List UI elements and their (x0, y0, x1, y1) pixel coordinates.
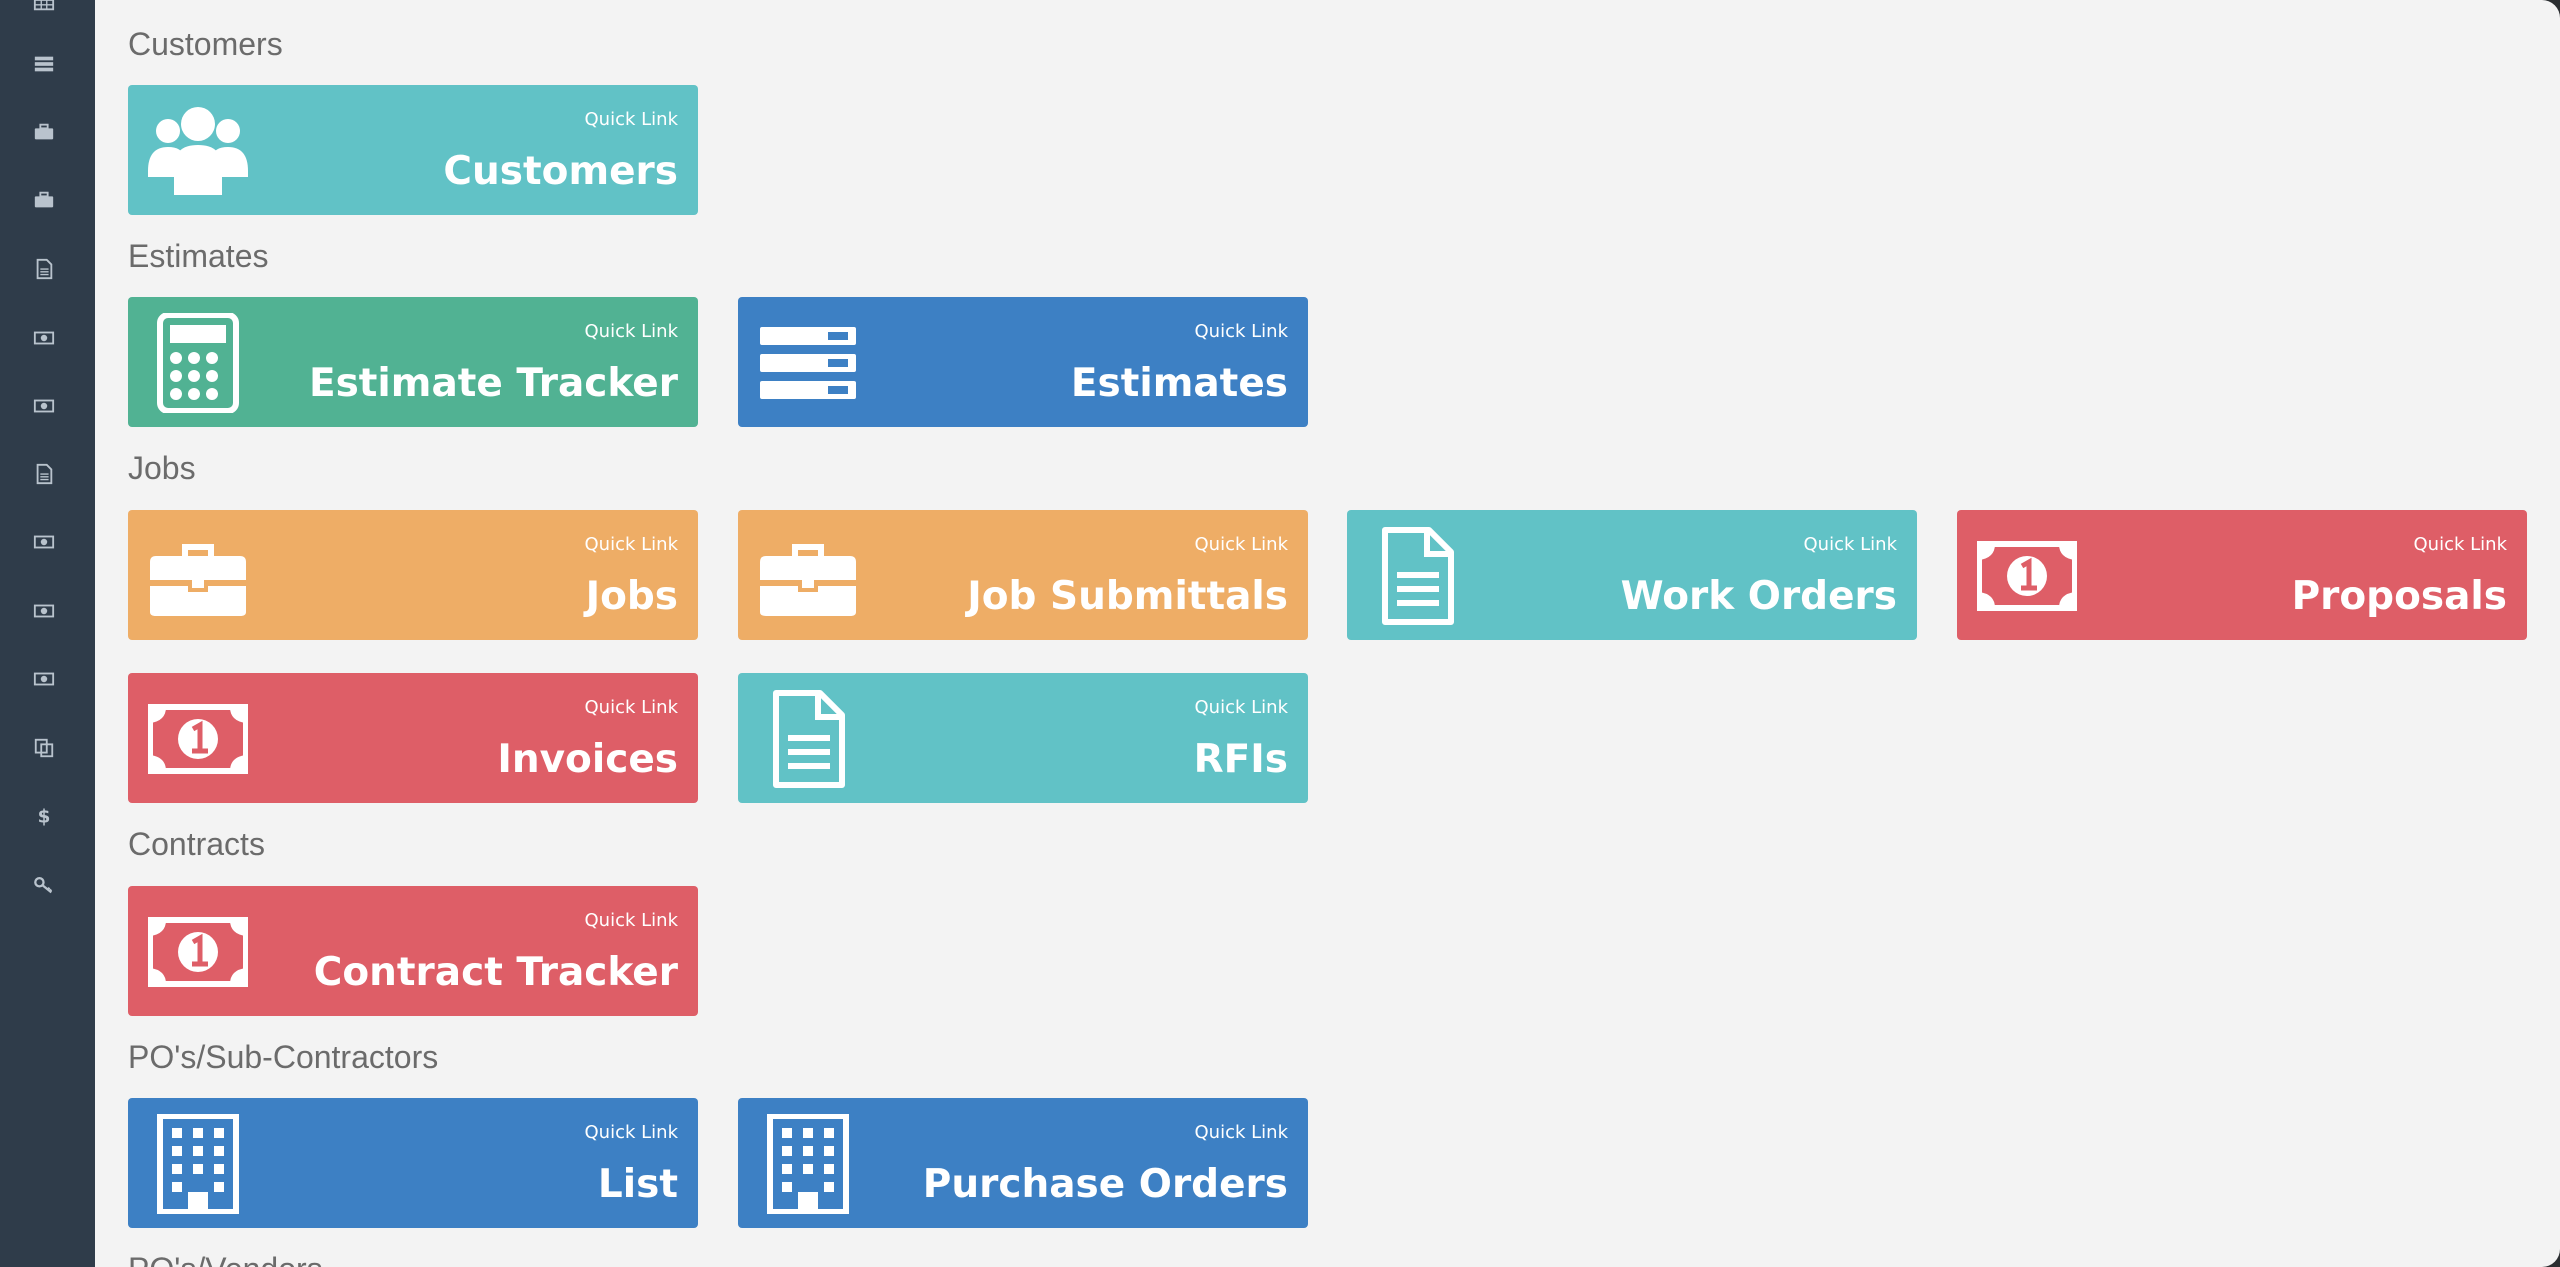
briefcase-icon[interactable] (32, 120, 56, 144)
section-title-po-subcontractors: PO's/Sub-Contractors (128, 1039, 439, 1075)
money-icon[interactable] (32, 394, 56, 418)
quick-link-caption: Quick Link (1194, 1122, 1288, 1143)
quick-link-estimate-tracker[interactable]: Quick Link Estimate Tracker (128, 297, 698, 427)
section-title-customers: Customers (128, 26, 283, 62)
tile-label: RFIs (1193, 737, 1288, 782)
money-icon[interactable] (32, 326, 56, 350)
quick-link-jobs[interactable]: Quick Link Jobs (128, 510, 698, 640)
money-icon[interactable] (32, 530, 56, 554)
money-icon (148, 902, 248, 1002)
key-icon[interactable] (32, 873, 56, 897)
money-icon (1977, 526, 2077, 626)
quick-link-list[interactable]: Quick Link List (128, 1098, 698, 1228)
building-icon (148, 1114, 248, 1214)
main-content: Customers Quick Link Customers Estimates… (95, 0, 2560, 1267)
quick-link-customers[interactable]: Quick Link Customers (128, 85, 698, 215)
tile-label: Customers (443, 149, 678, 194)
tile-label: Purchase Orders (922, 1162, 1288, 1207)
tile-label: Estimates (1070, 361, 1288, 406)
quick-link-caption: Quick Link (584, 109, 678, 130)
tile-label: Proposals (2291, 574, 2507, 619)
quick-link-caption: Quick Link (1194, 697, 1288, 718)
quick-link-rfis[interactable]: Quick Link RFIs (738, 673, 1308, 803)
tile-label: Estimate Tracker (308, 361, 678, 406)
quick-link-caption: Quick Link (584, 534, 678, 555)
calculator-icon (148, 313, 248, 413)
quick-link-estimates[interactable]: Quick Link Estimates (738, 297, 1308, 427)
tile-label: Invoices (497, 737, 678, 782)
section-title-po-vendors: PO's/Vendors (128, 1251, 323, 1267)
document-icon[interactable] (32, 462, 56, 486)
sidebar (0, 0, 95, 1267)
server-icon[interactable] (32, 52, 56, 76)
quick-link-caption: Quick Link (1803, 534, 1897, 555)
quick-link-caption: Quick Link (584, 321, 678, 342)
quick-link-caption: Quick Link (1194, 321, 1288, 342)
quick-link-caption: Quick Link (1194, 534, 1288, 555)
dollar-icon[interactable] (32, 804, 56, 828)
quick-link-proposals[interactable]: Quick Link Proposals (1957, 510, 2527, 640)
section-title-contracts: Contracts (128, 826, 265, 862)
quick-link-caption: Quick Link (584, 697, 678, 718)
table-icon[interactable] (32, 0, 56, 14)
money-icon[interactable] (32, 667, 56, 691)
tile-label: Job Submittals (967, 574, 1288, 619)
briefcase-icon[interactable] (32, 188, 56, 212)
document-icon (758, 689, 858, 789)
quick-link-job-submittals[interactable]: Quick Link Job Submittals (738, 510, 1308, 640)
quick-link-caption: Quick Link (584, 910, 678, 931)
briefcase-icon (758, 526, 858, 626)
quick-link-invoices[interactable]: Quick Link Invoices (128, 673, 698, 803)
tile-label: List (597, 1162, 678, 1207)
section-title-estimates: Estimates (128, 238, 269, 274)
building-icon (758, 1114, 858, 1214)
tile-label: Contract Tracker (313, 950, 678, 995)
quick-link-contract-tracker[interactable]: Quick Link Contract Tracker (128, 886, 698, 1016)
briefcase-icon (148, 526, 248, 626)
quick-link-caption: Quick Link (584, 1122, 678, 1143)
server-icon (758, 313, 858, 413)
users-icon (148, 101, 248, 201)
money-icon (148, 689, 248, 789)
document-icon[interactable] (32, 257, 56, 281)
copy-icon[interactable] (32, 736, 56, 760)
quick-link-work-orders[interactable]: Quick Link Work Orders (1347, 510, 1917, 640)
quick-link-purchase-orders[interactable]: Quick Link Purchase Orders (738, 1098, 1308, 1228)
money-icon[interactable] (32, 599, 56, 623)
section-title-jobs: Jobs (128, 450, 196, 486)
document-icon (1367, 526, 1467, 626)
quick-link-caption: Quick Link (2413, 534, 2507, 555)
tile-label: Jobs (585, 574, 678, 619)
tile-label: Work Orders (1620, 574, 1897, 619)
